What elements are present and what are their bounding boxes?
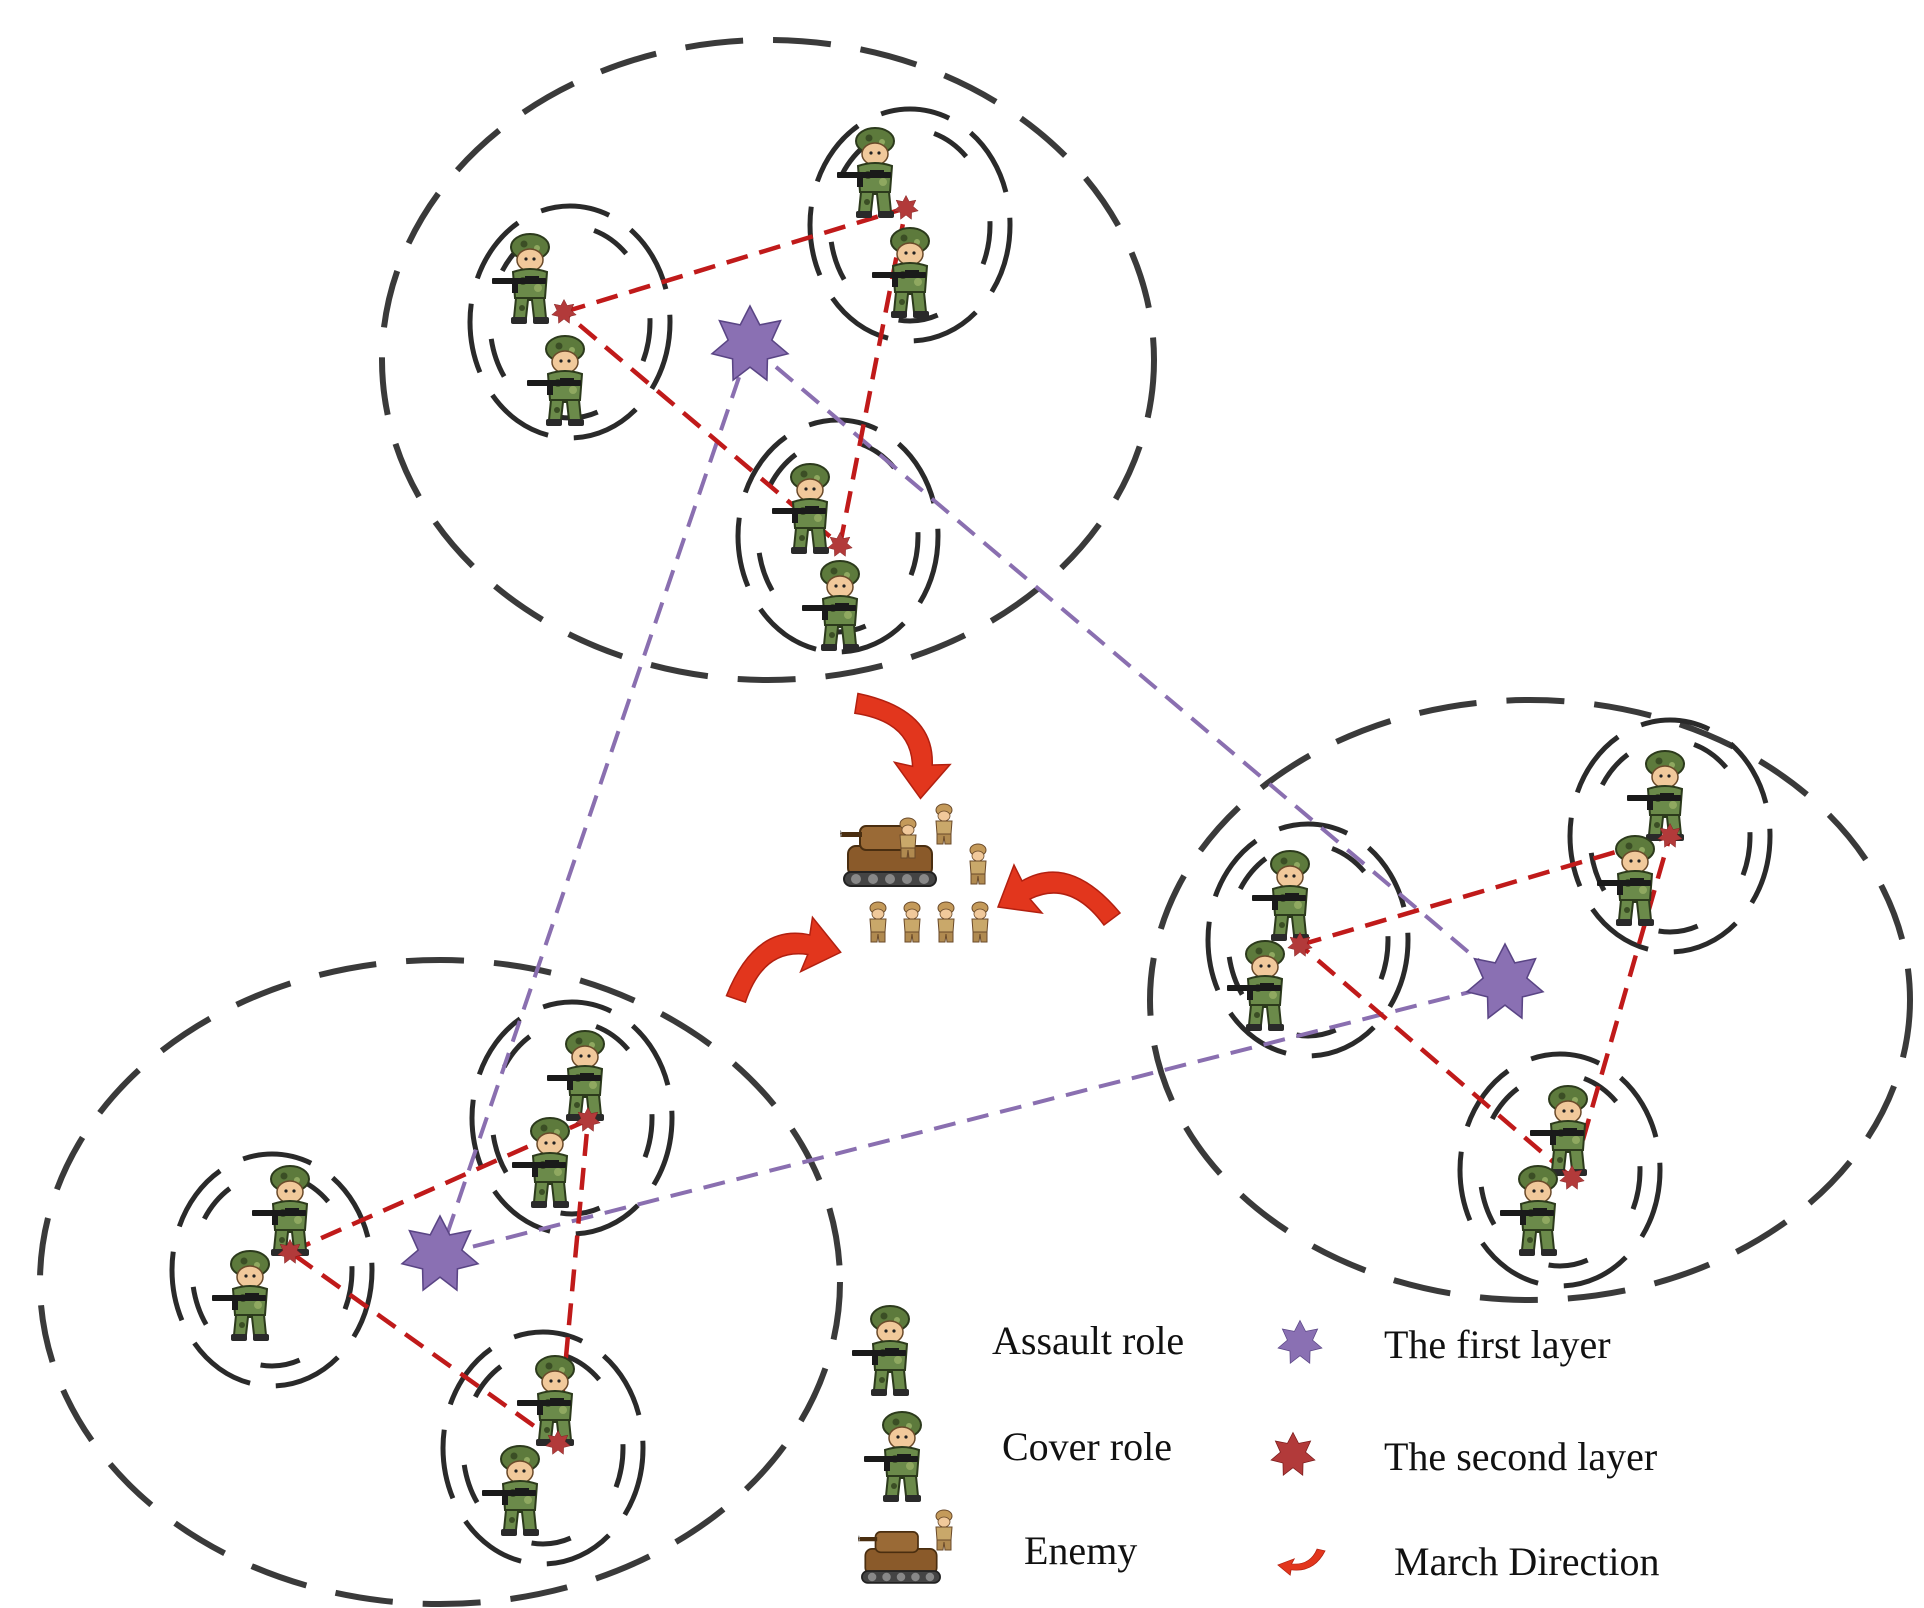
soldier-icon: [836, 127, 895, 219]
legend-cover-label: Cover role: [1002, 1424, 1172, 1469]
soldier-icon: [863, 1411, 922, 1503]
enemy-group-icon: [858, 1509, 953, 1584]
purple-star-icon: [1466, 943, 1544, 1019]
first-layer-nodes: [401, 305, 1544, 1291]
purple-star-icon: [1277, 1320, 1323, 1364]
soldier-icon: [481, 1445, 540, 1537]
right-squad-boundary: [1147, 697, 1913, 1303]
soldier-icon: [1499, 1165, 1558, 1257]
legend-enemy-label: Enemy: [1024, 1528, 1137, 1573]
legend: Assault role Cover role Enemy The first …: [851, 1305, 1659, 1584]
soldier-icon: [771, 463, 830, 555]
soldier-icon: [526, 335, 585, 427]
legend-second-layer-label: The second layer: [1384, 1434, 1657, 1479]
legend-first-layer-label: The first layer: [1384, 1322, 1611, 1367]
soldier-icon: [871, 227, 930, 319]
curved-arrow-icon: [846, 670, 959, 808]
legend-march-label: March Direction: [1394, 1539, 1659, 1584]
soldier-icon: [251, 1165, 310, 1257]
first-layer-links: [438, 343, 1507, 1257]
soldier-icon: [211, 1250, 270, 1342]
soldier-icon: [546, 1030, 605, 1122]
squad-boundaries: [37, 37, 1913, 1607]
soldier-icon: [516, 1355, 575, 1447]
soldier-icon: [511, 1117, 570, 1209]
top-squad-boundary: [379, 37, 1157, 683]
curved-arrow-icon: [1274, 1546, 1333, 1578]
legend-assault-label: Assault role: [992, 1318, 1184, 1363]
red-star-icon: [1270, 1432, 1316, 1476]
curved-arrow-icon: [997, 864, 1121, 926]
purple-star-icon: [401, 1215, 479, 1291]
soldier-icon: [1626, 750, 1685, 842]
second-layer-nodes: [277, 195, 1683, 1455]
soldier-icon: [491, 233, 550, 325]
soldier-icon: [851, 1305, 910, 1397]
curved-arrow-icon: [710, 911, 847, 1008]
red-star-icon: [893, 195, 919, 220]
left-squad-boundary: [37, 957, 843, 1607]
enemy-group-icon: [840, 803, 989, 943]
soldier-icon: [1596, 835, 1655, 927]
soldier-icon: [801, 560, 860, 652]
soldier-icon: [1529, 1085, 1588, 1177]
red-star-icon: [827, 532, 853, 557]
sub-unit-boundaries: [169, 106, 1773, 1567]
second-layer-links: [285, 204, 1674, 1448]
